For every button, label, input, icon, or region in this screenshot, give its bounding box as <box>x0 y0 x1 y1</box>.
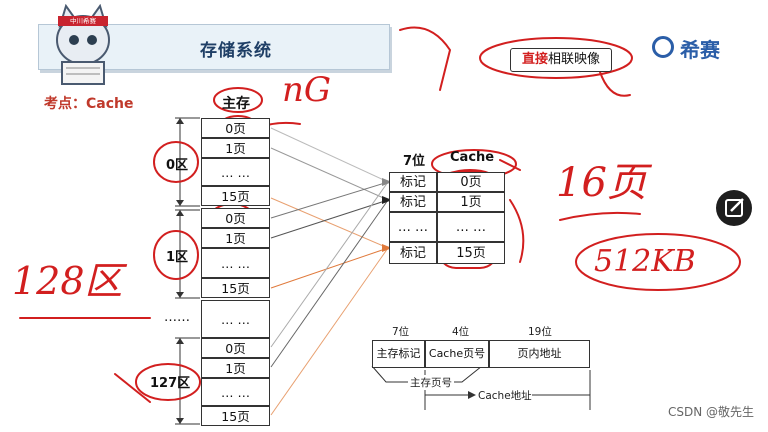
memory-cell: … … <box>201 248 270 278</box>
handwritten-zone-count: 128区 <box>12 259 123 303</box>
cache-page-cell: 15页 <box>437 242 505 264</box>
cache-tag-cell: 标记 <box>389 172 437 192</box>
bits-label: 4位 <box>452 326 470 338</box>
cache-address-label: Cache地址 <box>478 390 532 402</box>
cache-title: Cache <box>450 150 495 165</box>
pencil-icon <box>725 198 744 217</box>
memory-cell: … … <box>201 158 270 186</box>
mapping-type-rest: 相联映像 <box>548 52 601 67</box>
cache-page-cell: 1页 <box>437 192 505 212</box>
memory-cell: 1页 <box>201 138 270 158</box>
zone-label: 0区 <box>166 158 189 173</box>
memory-cell: 0页 <box>201 208 270 228</box>
cache-page-cell: 0页 <box>437 172 505 192</box>
cache-tag-bits: 7位 <box>403 154 426 169</box>
memory-cell: 0页 <box>201 338 270 358</box>
main-page-label: 主存页号 <box>408 375 454 390</box>
bits-label: 7位 <box>392 326 410 338</box>
memory-cell: 1页 <box>201 228 270 248</box>
memory-cell: 15页 <box>201 186 270 206</box>
edit-button[interactable] <box>716 190 752 226</box>
memory-cell: 15页 <box>201 278 270 298</box>
main-memory-title: 主存 <box>222 96 250 112</box>
memory-cell: … … <box>201 378 270 406</box>
mapping-type-highlight: 直接 <box>521 52 548 67</box>
memory-cell: … … <box>201 300 270 338</box>
mascot-headband-text: 中川希赛 <box>70 17 96 25</box>
cache-tag-cell: 标记 <box>389 242 437 264</box>
mapping-type-badge: 直接相联映像 <box>510 48 612 72</box>
zone-label: 1区 <box>166 250 189 265</box>
brand-name: 希赛 <box>680 38 720 62</box>
cache-tag-cell: 标记 <box>389 192 437 212</box>
memory-cell: 1页 <box>201 358 270 378</box>
cache-page-cell: … … <box>437 212 505 242</box>
handwritten-cache-size: 512KB <box>594 244 696 279</box>
watermark: CSDN @敬先生 <box>667 405 754 419</box>
mascot-logo: 中川希赛 <box>48 4 118 86</box>
bits-label: 19位 <box>528 326 552 338</box>
address-field: 页内地址 <box>489 340 590 368</box>
cache-tag-cell: … … <box>389 212 437 242</box>
zone-label: …… <box>164 310 190 325</box>
brand-logo: 希赛 <box>680 34 720 63</box>
page-title: 存储系统 <box>200 41 272 61</box>
brand-icon <box>652 36 674 58</box>
zone-label: 127区 <box>150 376 191 391</box>
address-field: 主存标记 <box>372 340 425 368</box>
memory-cell: 0页 <box>201 118 270 138</box>
topic-label: 考点：Cache <box>44 96 134 112</box>
handwritten-page-count: 16页 <box>556 160 647 206</box>
memory-cell: 15页 <box>201 406 270 426</box>
handwritten-capacity: nG <box>282 70 332 110</box>
address-field: Cache页号 <box>425 340 489 368</box>
